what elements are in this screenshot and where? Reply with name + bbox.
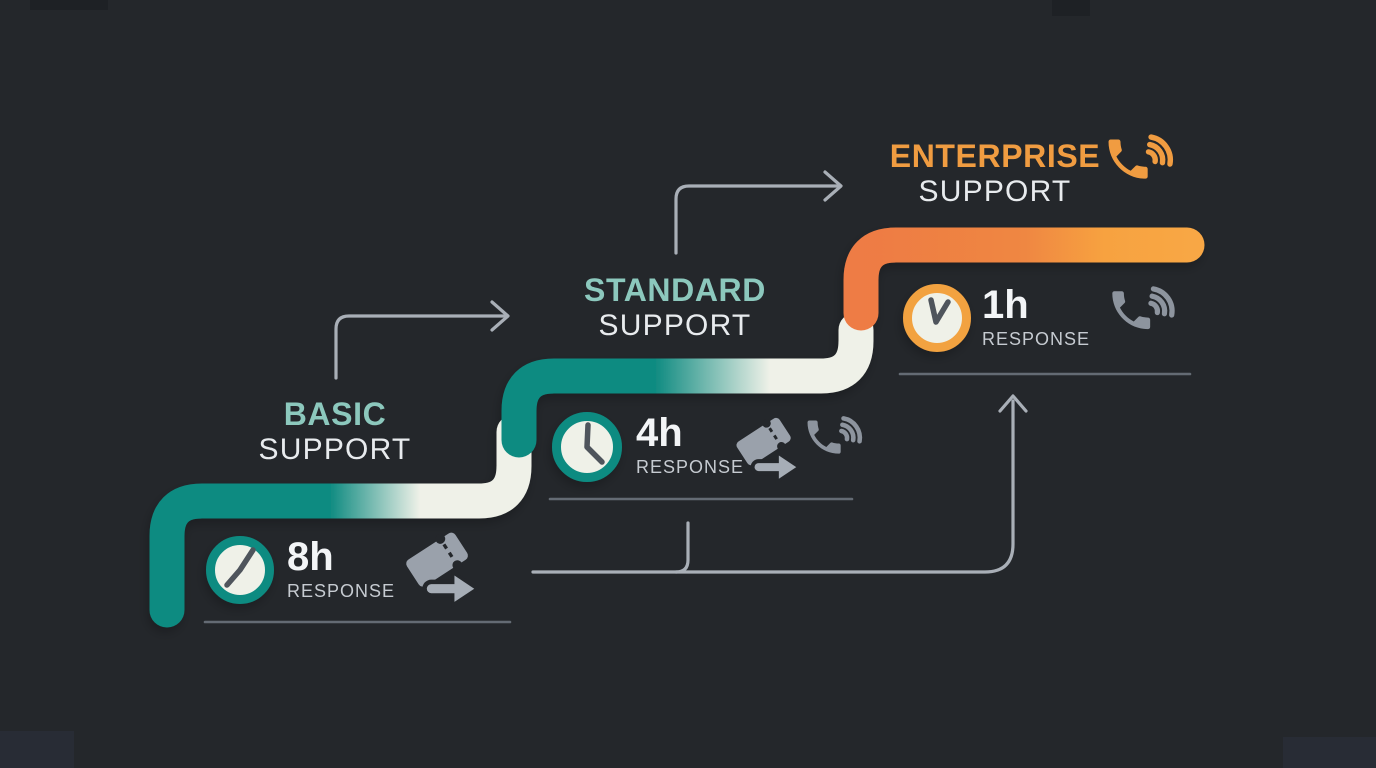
enterprise-tier-title: ENTERPRISE: [889, 138, 1101, 174]
basic-response-time: 8h: [287, 535, 334, 579]
ribbon-standard-step: [501, 312, 874, 458]
enterprise-response-time: 1h: [982, 283, 1029, 327]
standard-tier-subtitle: SUPPORT: [598, 309, 752, 342]
enterprise-response-block: 1h RESPONSE: [982, 283, 1202, 350]
enterprise-title-phone-icon: [1109, 137, 1171, 179]
standard-response-time: 4h: [636, 411, 683, 455]
standard-tier-title: STANDARD: [584, 272, 766, 308]
basic-tier-subtitle: SUPPORT: [258, 433, 412, 466]
enterprise-clock-icon: [903, 284, 971, 352]
standard-clock-icon: [552, 412, 622, 482]
basic-clock-icon: [206, 536, 274, 604]
basic-response-label: RESPONSE: [287, 581, 396, 601]
corner-accent-bottom-right: [1283, 737, 1376, 768]
ribbon-enterprise-step: [843, 227, 1205, 331]
enterprise-response-label: RESPONSE: [982, 329, 1091, 349]
corner-accent-top-left: [30, 0, 108, 10]
corner-accent-top-right: [1052, 0, 1090, 16]
standard-response-label: RESPONSE: [636, 457, 745, 477]
enterprise-tier-heading: ENTERPRISE SUPPORT: [875, 138, 1115, 210]
standard-response-block: 4h RESPONSE: [636, 411, 856, 478]
basic-tier-heading: BASIC SUPPORT: [215, 396, 455, 468]
ribbon-basic-step: [149, 414, 532, 628]
flow-arrow-standard-to-enterprise: [674, 170, 843, 255]
flow-connector-bottom-to-enterprise: [531, 394, 1028, 574]
basic-response-block: 8h RESPONSE: [287, 535, 507, 602]
corner-accent-bottom-left: [0, 731, 74, 768]
standard-tier-heading: STANDARD SUPPORT: [555, 272, 795, 344]
enterprise-tier-subtitle: SUPPORT: [918, 175, 1072, 208]
basic-tier-title: BASIC: [283, 396, 387, 432]
flow-arrow-basic-to-standard: [334, 300, 510, 380]
